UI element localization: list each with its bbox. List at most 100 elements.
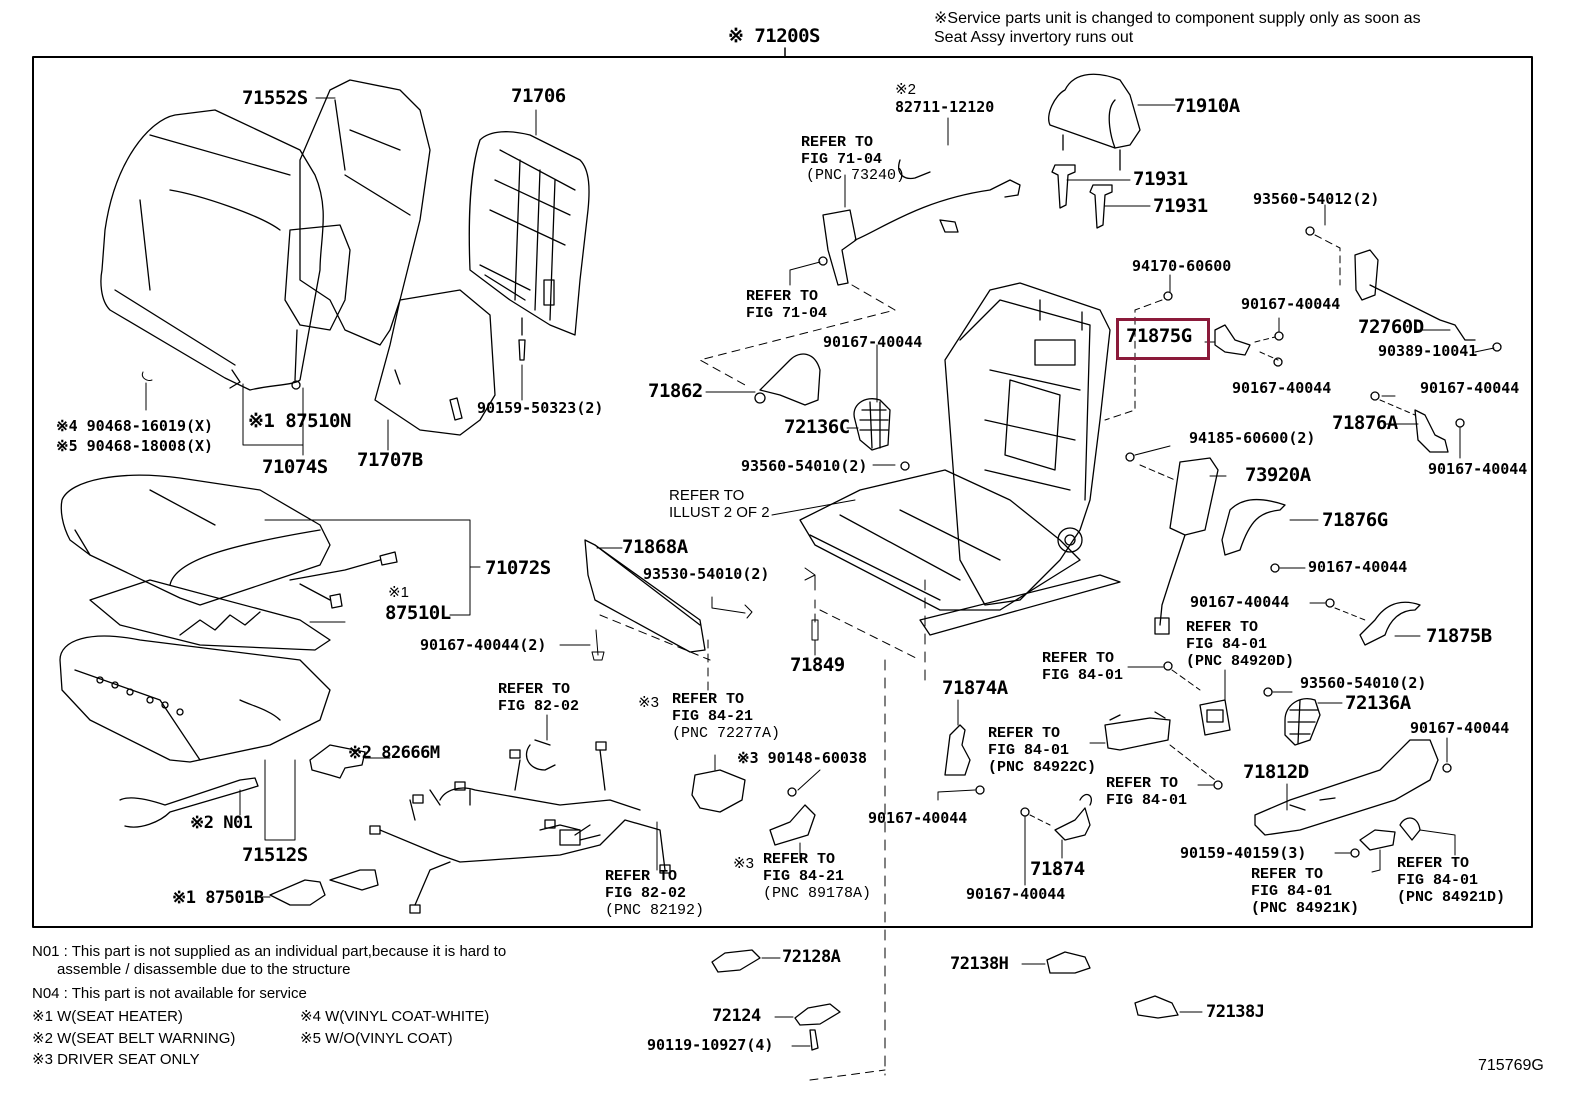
part-72124[interactable]: 72124 bbox=[712, 1006, 761, 1026]
part-71862[interactable]: 71862 bbox=[648, 380, 703, 402]
part-71849[interactable]: 71849 bbox=[790, 654, 845, 676]
part-72128A[interactable]: 72128A bbox=[782, 947, 841, 967]
service-note-line2: Seat Assy invertory runs out bbox=[934, 29, 1134, 46]
part-71874A[interactable]: 71874A bbox=[942, 677, 1008, 699]
figure-id: 715769G bbox=[1478, 1057, 1544, 1074]
ref-pnc-89178A: (PNC 89178A) bbox=[763, 885, 872, 902]
side-shield-illustration bbox=[584, 539, 706, 653]
part-87501B[interactable]: ※1 87501B bbox=[172, 888, 264, 908]
part-90167-40044-j[interactable]: 90167-40044 bbox=[966, 885, 1066, 903]
seat-cushion-cover-illustration bbox=[59, 474, 331, 763]
part-72138J[interactable]: 72138J bbox=[1206, 1002, 1265, 1022]
part-87510L[interactable]: 87510L bbox=[385, 602, 451, 624]
part-71707B[interactable]: 71707B bbox=[357, 449, 423, 471]
part-71931-b[interactable]: 71931 bbox=[1153, 195, 1208, 217]
part-93530-54010[interactable]: 93530-54010(2) bbox=[643, 565, 770, 583]
part-87510N[interactable]: ※1 87510N bbox=[248, 410, 351, 432]
part-71875B[interactable]: 71875B bbox=[1426, 625, 1492, 647]
part-93560-54010-b[interactable]: 93560-54010(2) bbox=[1300, 674, 1427, 692]
part-71074S[interactable]: 71074S bbox=[262, 456, 328, 478]
wire-harness-illustration bbox=[369, 739, 671, 914]
part-73920A[interactable]: 73920A bbox=[1245, 464, 1311, 486]
part-90167-40044-f[interactable]: 90167-40044 bbox=[1308, 558, 1408, 576]
leaders-harness bbox=[546, 714, 658, 871]
part-90148-60038[interactable]: ※3 90148-60038 bbox=[737, 749, 867, 767]
part-90167-40044-2[interactable]: 90167-40044(2) bbox=[420, 636, 547, 654]
back-board-illustration bbox=[374, 289, 496, 436]
part-93560-54010-a[interactable]: 93560-54010(2) bbox=[741, 457, 868, 475]
cover-72136C-illustration bbox=[846, 344, 910, 471]
part-94185-60600[interactable]: 94185-60600(2) bbox=[1189, 429, 1316, 447]
leaders-side-shield bbox=[559, 547, 753, 691]
part-90468-16019[interactable]: ※4 90468-16019(X) bbox=[56, 417, 214, 435]
ref-illust-2-of-2[interactable]: REFER TO ILLUST 2 OF 2 bbox=[669, 487, 770, 521]
ref-fig-84-21-a[interactable]: REFER TO FIG 84-21 bbox=[672, 691, 754, 725]
footnote-mark-1: ※1 bbox=[388, 584, 409, 601]
part-90159-40159[interactable]: 90159-40159(3) bbox=[1180, 844, 1307, 862]
part-90159-50323[interactable]: 90159-50323(2) bbox=[477, 399, 604, 417]
part-71812D[interactable]: 71812D bbox=[1243, 761, 1309, 783]
sensor-module-illustration bbox=[309, 744, 391, 779]
part-71552S[interactable]: 71552S bbox=[242, 87, 308, 109]
ref-fig-84-01-e[interactable]: REFER TO FIG 84-01 bbox=[1251, 866, 1333, 900]
part-72136C[interactable]: 72136C bbox=[784, 416, 850, 438]
ref-fig-84-21-b[interactable]: REFER TO FIG 84-21 bbox=[763, 851, 845, 885]
heater-connector-illustration bbox=[289, 551, 398, 609]
part-71874[interactable]: 71874 bbox=[1030, 858, 1085, 880]
footnote-mark-2: ※2 bbox=[895, 81, 916, 98]
part-71931-a[interactable]: 71931 bbox=[1133, 168, 1188, 190]
part-90167-40044-b[interactable]: 90167-40044 bbox=[1232, 379, 1332, 397]
ref-fig-84-01-b[interactable]: REFER TO FIG 84-01 bbox=[1042, 650, 1124, 684]
assembly-frame bbox=[32, 56, 1533, 928]
part-93560-54012[interactable]: 93560-54012(2) bbox=[1253, 190, 1380, 208]
part-90468-18008[interactable]: ※5 90468-18008(X) bbox=[56, 437, 214, 455]
right-side-parts-illustration bbox=[1104, 204, 1502, 873]
part-N01[interactable]: ※2 N01 bbox=[190, 813, 253, 833]
part-94170-60600[interactable]: 94170-60600 bbox=[1132, 257, 1232, 275]
part-72760D[interactable]: 72760D bbox=[1358, 316, 1424, 338]
part-90167-40044-a[interactable]: 90167-40044 bbox=[1241, 295, 1341, 313]
part-82711-12120[interactable]: 82711-12120 bbox=[895, 98, 995, 116]
part-71876A[interactable]: 71876A bbox=[1332, 412, 1398, 434]
part-90167-40044-g[interactable]: 90167-40044 bbox=[1190, 593, 1290, 611]
ref-fig-82-02-a[interactable]: REFER TO FIG 82-02 bbox=[498, 681, 580, 715]
footnote-3: ※3 DRIVER SEAT ONLY bbox=[32, 1051, 200, 1068]
part-71512S[interactable]: 71512S bbox=[242, 844, 308, 866]
part-71910A[interactable]: 71910A bbox=[1174, 95, 1240, 117]
ref-pnc-84921K: (PNC 84921K) bbox=[1251, 900, 1360, 917]
part-90167-40044-i[interactable]: 90167-40044 bbox=[868, 809, 968, 827]
leaders-frame bbox=[771, 499, 926, 1081]
ref-fig-84-01-c[interactable]: REFER TO FIG 84-01 bbox=[988, 725, 1070, 759]
part-71876G[interactable]: 71876G bbox=[1322, 509, 1388, 531]
ref-fig-71-04-b[interactable]: REFER TO FIG 71-04 bbox=[746, 288, 828, 322]
part-90167-40044-e[interactable]: 90167-40044 bbox=[823, 333, 923, 351]
ref-fig-84-01-d[interactable]: REFER TO FIG 84-01 bbox=[1106, 775, 1188, 809]
assembly-part-number[interactable]: ※ 71200S bbox=[728, 25, 821, 47]
part-71706[interactable]: 71706 bbox=[511, 85, 566, 107]
part-72138H[interactable]: 72138H bbox=[950, 954, 1009, 974]
ref-fig-84-01-a[interactable]: REFER TO FIG 84-01 bbox=[1186, 619, 1268, 653]
part-90167-40044-h[interactable]: 90167-40044 bbox=[1410, 719, 1510, 737]
part-90119-10927[interactable]: 90119-10927(4) bbox=[647, 1036, 774, 1054]
footnote-mark-3b: ※3 bbox=[733, 855, 754, 872]
part-90167-40044-c[interactable]: 90167-40044 bbox=[1420, 379, 1520, 397]
part-71868A[interactable]: 71868A bbox=[622, 536, 688, 558]
leaders-cushion bbox=[239, 519, 481, 841]
part-90389-10041[interactable]: 90389-10041 bbox=[1378, 342, 1478, 360]
part-71072S[interactable]: 71072S bbox=[485, 557, 551, 579]
ref-fig-71-04-a[interactable]: REFER TO FIG 71-04 bbox=[801, 134, 883, 168]
part-72136A[interactable]: 72136A bbox=[1345, 692, 1411, 714]
ref-pnc-82192: (PNC 82192) bbox=[605, 902, 705, 919]
part-90167-40044-d[interactable]: 90167-40044 bbox=[1428, 460, 1528, 478]
part-71875G[interactable]: 71875G bbox=[1126, 325, 1192, 347]
ref-fig-84-01-f[interactable]: REFER TO FIG 84-01 bbox=[1397, 855, 1479, 889]
ref-pnc-84921D: (PNC 84921D) bbox=[1397, 889, 1506, 906]
back-panel-illustration bbox=[468, 131, 590, 361]
seatback-pad-illustration bbox=[284, 79, 431, 390]
part-82666M[interactable]: ※2 82666M bbox=[348, 743, 440, 763]
ref-fig-82-02-b[interactable]: REFER TO FIG 82-02 bbox=[605, 868, 687, 902]
connector-87501B-illustration bbox=[254, 869, 379, 906]
highlight-box-71875G bbox=[1116, 318, 1210, 360]
